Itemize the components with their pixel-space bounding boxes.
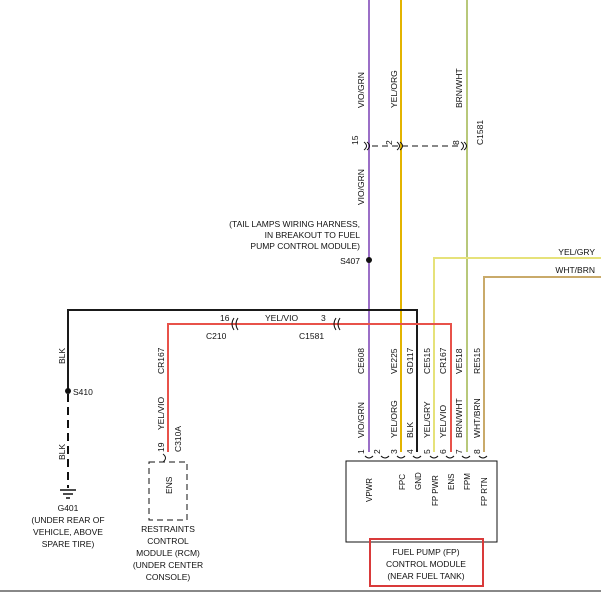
- rcm-label-line2: CONTROL: [147, 536, 189, 546]
- fp-module-label-line1: FUEL PUMP (FP): [392, 547, 459, 557]
- wire-label-blk-upper: BLK: [57, 348, 67, 364]
- module-pin-4: 4: [405, 449, 415, 454]
- tail-lamp-note-line1: (TAIL LAMPS WIRING HARNESS,: [229, 219, 360, 229]
- wire-color-6: BRN/WHT: [454, 398, 464, 438]
- wire-label-yel-vio-left: YEL/VIO: [156, 397, 166, 430]
- wire-color-7: WHT/BRN: [472, 398, 482, 438]
- wire-label-vio-grn-lower: VIO/GRN: [356, 169, 366, 205]
- circuit-label-cr167-left: CR167: [156, 347, 166, 374]
- circuit-id-6: VE518: [454, 348, 464, 374]
- fp-module-label-line3: (NEAR FUEL TANK): [387, 571, 464, 581]
- rcm-label-line1: RESTRAINTS: [141, 524, 195, 534]
- connector-c310a-label: C310A: [173, 426, 183, 452]
- connector-symbol-c1581-mid: [333, 317, 341, 331]
- splice-s410-label: S410: [73, 387, 93, 397]
- wire-label-yel-vio-mid: YEL/VIO: [265, 313, 298, 323]
- wire-label-yel-org-upper: YEL/ORG: [389, 70, 399, 108]
- wire-label-blk-lower: BLK: [57, 444, 67, 460]
- pin-function-ens: ENS: [447, 474, 456, 490]
- module-pin-6: 6: [438, 449, 448, 454]
- connector-pin-3: 3: [321, 313, 326, 323]
- rcm-label-line3: MODULE (RCM): [136, 548, 200, 558]
- connector-symbol-c210: [231, 317, 239, 331]
- fp-module-label-line2: CONTROL MODULE: [386, 559, 466, 569]
- wire-colors-bottom: VIO/GRN YEL/ORG BLK YEL/GRY YEL/VIO BRN/…: [356, 398, 482, 438]
- pin-function-fp-rtn: FP RTN: [480, 477, 489, 506]
- module-pin-2: 2: [372, 449, 382, 454]
- connector-pin-19: 19: [156, 442, 166, 452]
- connector-c1581-mid-label: C1581: [299, 331, 324, 341]
- wire-color-3: BLK: [405, 422, 415, 438]
- module-pin-5: 5: [422, 449, 432, 454]
- module-pin-8: 8: [472, 449, 482, 454]
- connector-symbol-c310a: [162, 453, 166, 463]
- wire-color-5: YEL/VIO: [438, 405, 448, 438]
- rcm-box: [148, 461, 188, 521]
- wire-yel-vio: [167, 323, 452, 452]
- pin-function-fp-pwr: FP PWR: [431, 475, 440, 506]
- fp-module-box: [345, 460, 498, 543]
- connector-pin-2: 2: [384, 140, 394, 145]
- circuit-ids: CE608 VE225 GD117 CE515 CR167 VE518 RE51…: [356, 347, 482, 374]
- pin-function-fpm: FPM: [463, 473, 472, 490]
- rcm-ens-label: ENS: [164, 476, 174, 494]
- splice-s407-dot: [366, 257, 372, 263]
- circuit-id-7: RE515: [472, 348, 482, 374]
- connector-c210-label: C210: [206, 331, 227, 341]
- pin-function-gnd: GND: [414, 472, 423, 490]
- ground-g401-line2: VEHICLE, ABOVE: [33, 527, 103, 537]
- wire-wht-brn: [483, 276, 601, 452]
- ground-g401-id: G401: [58, 503, 79, 513]
- ground-g401-line1: (UNDER REAR OF: [31, 515, 104, 525]
- module-pin-7: 7: [454, 449, 464, 454]
- connector-pin-16: 16: [220, 313, 230, 323]
- wire-label-vio-grn-upper: VIO/GRN: [356, 72, 366, 108]
- wire-yel-gry: [433, 257, 601, 452]
- wire-label-wht-brn: WHT/BRN: [555, 265, 595, 275]
- pin-functions: VPWR FPC GND FP PWR ENS FPM FP RTN: [365, 472, 489, 506]
- connector-pin-15: 15: [350, 135, 360, 145]
- module-pin-3: 3: [389, 449, 399, 454]
- tail-lamp-note-line2: IN BREAKOUT TO FUEL: [265, 230, 361, 240]
- connector-pin-8: 8: [451, 140, 461, 145]
- circuit-id-3: GD117: [405, 347, 415, 374]
- splice-s407-label: S407: [340, 256, 360, 266]
- module-connector-symbols: [364, 455, 488, 459]
- wire-color-1: VIO/GRN: [356, 402, 366, 438]
- pin-function-vpwr: VPWR: [365, 478, 374, 502]
- module-pin-numbers: 1 2 3 4 5 6 7 8: [356, 449, 482, 454]
- tail-lamp-note-line3: PUMP CONTROL MODULE): [250, 241, 360, 251]
- wire-label-yel-gry: YEL/GRY: [558, 247, 595, 257]
- circuit-id-5: CR167: [438, 347, 448, 374]
- pin-function-fpc: FPC: [398, 474, 407, 490]
- module-pin-1: 1: [356, 449, 366, 454]
- fp-module-highlight: [369, 538, 484, 587]
- wire-color-4: YEL/GRY: [422, 401, 432, 438]
- wire-label-brn-wht-upper: BRN/WHT: [454, 68, 464, 108]
- splice-s410-dot: [65, 388, 71, 394]
- rcm-label-line5: CONSOLE): [146, 572, 191, 582]
- wire-blk-ground: [67, 309, 418, 452]
- circuit-id-4: CE515: [422, 348, 432, 374]
- connector-c1581-upper: C1581: [475, 120, 485, 145]
- circuit-id-1: CE608: [356, 348, 366, 374]
- rcm-label-line4: (UNDER CENTER: [133, 560, 203, 570]
- circuit-id-2: VE225: [389, 348, 399, 374]
- wire-color-2: YEL/ORG: [389, 400, 399, 438]
- ground-g401-line3: SPARE TIRE): [42, 539, 95, 549]
